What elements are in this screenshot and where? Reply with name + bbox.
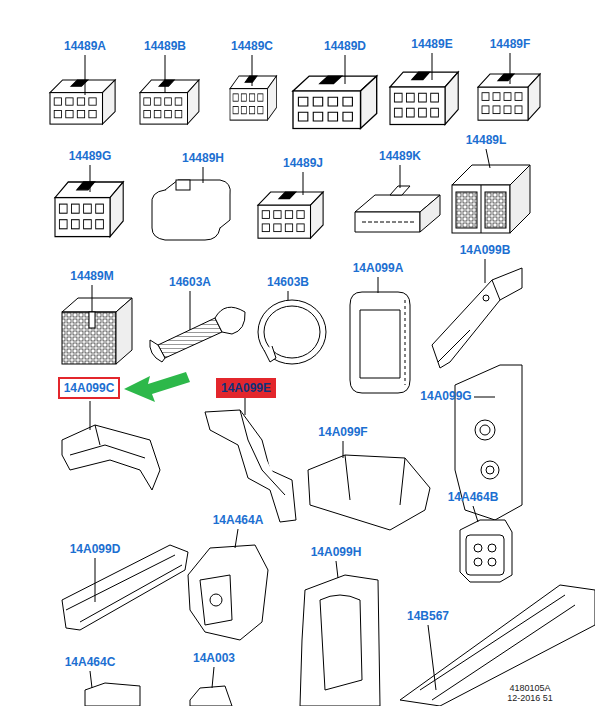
part-number: 14489E: [411, 37, 452, 51]
part-number: 14489B: [144, 39, 186, 53]
part-number: 14A099H: [311, 545, 362, 559]
part-number: 14A099D: [70, 542, 121, 556]
part-number: 14489J: [283, 156, 323, 170]
part-number: 14489H: [182, 151, 224, 165]
part-number: 14A099E: [221, 381, 271, 395]
highlighted-part-box: 14A099C: [58, 377, 121, 399]
part-number: 14A099B: [460, 243, 511, 257]
part-number: 14A099F: [318, 425, 367, 439]
part-number: 14A099G: [420, 389, 471, 403]
part-number: 14489G: [69, 149, 112, 163]
part-number: 14A464A: [213, 513, 264, 527]
part-number: 14A099A: [353, 261, 404, 275]
part-number: 14489C: [231, 39, 273, 53]
part-number: 14489M: [70, 269, 113, 283]
part-number: 14603A: [169, 275, 211, 289]
drawing-reference: 12-2016 51: [507, 693, 553, 704]
part-number: 14489F: [490, 37, 531, 51]
part-number: 14A003: [193, 651, 235, 665]
drawing-reference: 4180105A: [509, 683, 550, 694]
part-number: 14489L: [466, 133, 507, 147]
part-number: 14A099C: [64, 381, 115, 395]
part-number: 14B567: [407, 609, 449, 623]
part-number: 14A464B: [448, 490, 499, 504]
part-number: 14489A: [64, 39, 106, 53]
highlighted-part-fill: 14A099E: [216, 378, 276, 398]
part-number: 14489D: [324, 39, 366, 53]
part-number: 14603B: [267, 275, 309, 289]
part-number: 14A464C: [65, 655, 116, 669]
part-number: 14489K: [379, 149, 421, 163]
